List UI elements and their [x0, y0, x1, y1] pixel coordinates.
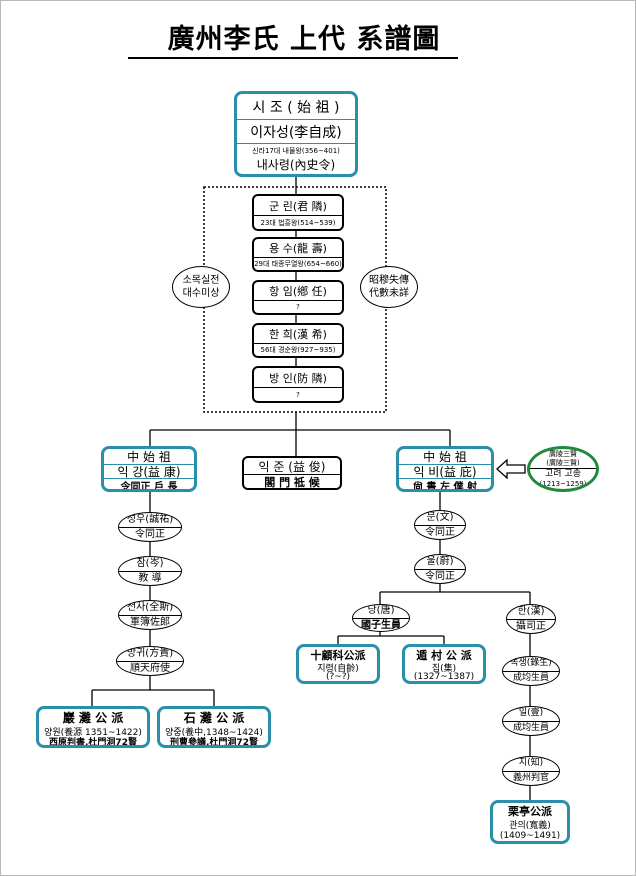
chain-name: 방 인(防 隣): [269, 371, 327, 385]
branch-name: 익 강(益 康): [104, 464, 194, 478]
pa-person: 양중(養中,1348~1424): [165, 727, 263, 737]
pa-name: 十顧科公派: [310, 648, 366, 662]
chain-box-1: 군 린(君 隣) 23대 법흥왕(514~539): [252, 194, 344, 231]
samhyeon-line: (廣陵三賢): [546, 458, 580, 467]
chain-box-2: 용 수(龍 壽) 29대 태종무열왕(654~660): [252, 237, 344, 272]
gen-name: 일(壹): [518, 708, 544, 718]
chain-name: 한 희(漢 希): [269, 328, 327, 341]
gen-name: 전사(全斯): [126, 602, 174, 613]
pa-name: 巖 灘 公 派: [62, 711, 124, 725]
page-title: 廣州李氏 上代 系譜圖: [167, 24, 441, 55]
samhyeon-line: 廣陵三賢: [549, 449, 577, 458]
branch-mid-box: 익 준 (益 俊) 閣 門 祗 候: [242, 456, 342, 490]
gen-name: 지(知): [518, 758, 544, 768]
gen-office: 義州判官: [503, 771, 559, 785]
left-gen-3: 전사(全斯) 軍簿佐郞: [118, 600, 182, 630]
branch-office: 尙 書 左 僕 射: [399, 478, 491, 489]
gen-name: 울(蔚): [426, 556, 454, 567]
branch-office: 令同正 戶 長: [104, 478, 194, 489]
founder-name: 이자성(李自成): [237, 119, 355, 143]
arrow-left-icon: [496, 459, 526, 479]
right-gen-1: 문(文) 令同正: [414, 510, 466, 540]
pa-name: 栗亭公派: [508, 805, 552, 818]
han-gen-3: 지(知) 義州判官: [502, 756, 560, 786]
pa-person: 지령(自齡): [317, 663, 359, 673]
left-gen-1: 성우(誠祐) 令同正: [118, 512, 182, 542]
chain-name: 군 린(君 隣): [269, 199, 327, 213]
gen-office: 令同正: [119, 527, 181, 541]
samhyeon-line: 고려 고종: [530, 467, 596, 480]
pa-dates: (1409~1491): [499, 830, 561, 841]
gen-office: 教 導: [119, 571, 181, 585]
pa-name: 石 灘 公 派: [183, 711, 245, 725]
chain-box-4: 한 희(漢 希) 56대 경순왕(927~935): [252, 323, 344, 358]
gen-office: 軍簿佐郞: [119, 615, 181, 629]
branch-right-box: 中 始 祖 익 비(益 庇) 尙 書 左 僕 射: [396, 446, 494, 492]
samhyeon-line: (1213~1259): [539, 479, 587, 488]
pa-sipchik-box: 十顧科公派 지령(自齡) (?~?): [296, 644, 380, 684]
branch-left-box: 中 始 祖 익 강(益 康) 令同正 戶 長: [101, 446, 197, 492]
gen-name: 잠(岑): [136, 558, 164, 569]
han-gen-2: 일(壹) 成均生員: [502, 706, 560, 736]
pa-person: 양원(養源 1351~1422): [44, 727, 142, 737]
chain-name: 항 임(鄕 任): [269, 285, 327, 298]
chain-box-3: 항 임(鄕 任) ?: [252, 280, 344, 315]
gen-name: 녹생(錄生): [510, 658, 552, 668]
gen-name: 문(文): [426, 512, 454, 523]
pa-office: 西原判書,杜門洞72賢: [49, 738, 137, 747]
chain-note: ?: [254, 300, 342, 313]
side-note-right: 昭穆失傳 代數未詳: [360, 266, 418, 308]
title-underline: [128, 57, 458, 59]
side-note-line: 昭穆失傳: [369, 275, 409, 286]
chain-box-5: 방 인(防 隣) ?: [252, 366, 344, 403]
side-note-line: 대수미상: [182, 288, 220, 299]
branch-name: 익 준 (益 俊): [258, 459, 326, 474]
side-note-left: 소목실전 대수미상: [172, 266, 230, 308]
pa-dunchon-box: 遁 村 公 派 집(集) (1327~1387): [402, 644, 486, 684]
gen-name: 성우(誠祐): [126, 514, 174, 525]
branch-label: 中 始 祖: [127, 450, 171, 464]
pa-amtan-box: 巖 灘 公 派 양원(養源 1351~1422) 西原判書,杜門洞72賢: [36, 706, 150, 748]
pa-name: 遁 村 公 派: [416, 648, 472, 662]
pa-person: 집(集): [431, 663, 457, 673]
chain-note: 29대 태종무열왕(654~660): [254, 257, 342, 270]
gen-office: 令同正: [415, 569, 465, 583]
han-gen-1: 녹생(錄生) 成均生員: [502, 656, 560, 686]
gen-office: 成均生員: [503, 721, 559, 735]
branch-label: 中 始 祖: [423, 450, 467, 464]
chain-name: 용 수(龍 壽): [269, 242, 327, 255]
gen-name: 당(唐): [367, 605, 395, 616]
branch-name: 익 비(益 庇): [399, 464, 491, 478]
side-note-line: 소목실전: [182, 275, 220, 286]
founder-note-cell: 신라17대 내물왕(356~401) 내사령(內史令): [237, 143, 355, 174]
gen-office: 順天府使: [117, 661, 183, 675]
samhyeon-oval: 廣陵三賢 (廣陵三賢) 고려 고종 (1213~1259): [527, 446, 599, 492]
pa-seoktan-box: 石 灘 公 派 양중(養中,1348~1424) 刑曹參議,杜門洞72賢: [157, 706, 271, 748]
chain-note: ?: [254, 387, 342, 401]
founder-label: 시 조 ( 始 祖 ): [252, 99, 340, 116]
pa-office: 刑曹參議,杜門洞72賢: [170, 738, 258, 747]
left-gen-4: 방귀(方貴) 順天府使: [116, 646, 184, 676]
chain-note: 23대 법흥왕(514~539): [254, 215, 342, 229]
gen-name: 방귀(方貴): [126, 648, 174, 659]
pa-dates: (?~?): [325, 672, 351, 682]
chain-note: 56대 경순왕(927~935): [254, 343, 342, 356]
side-note-line: 代數未詳: [369, 288, 409, 299]
gen-office: 令同正: [415, 525, 465, 539]
gen-office: 國子生員: [353, 618, 409, 631]
founder-box: 시 조 ( 始 祖 ) 이자성(李自成) 신라17대 내물왕(356~401) …: [234, 91, 358, 177]
pa-person: 관의(寬義): [509, 821, 551, 830]
founder-title: 내사령(內史令): [256, 157, 336, 172]
right-gen-2: 울(蔚) 令同正: [414, 554, 466, 584]
gen-office: 攝司正: [507, 619, 555, 633]
branch-office: 閣 門 祗 候: [244, 474, 340, 488]
gen-name: 한(漢): [517, 606, 545, 617]
gen-office: 成均生員: [503, 671, 559, 685]
pa-dates: (1327~1387): [413, 672, 475, 682]
dang-oval: 당(唐) 國子生員: [352, 604, 410, 632]
pa-yuljeong-box: 栗亭公派 관의(寬義) (1409~1491): [490, 800, 570, 844]
han-oval: 한(漢) 攝司正: [506, 604, 556, 634]
left-gen-2: 잠(岑) 教 導: [118, 556, 182, 586]
founder-era: 신라17대 내물왕(356~401): [252, 146, 340, 155]
